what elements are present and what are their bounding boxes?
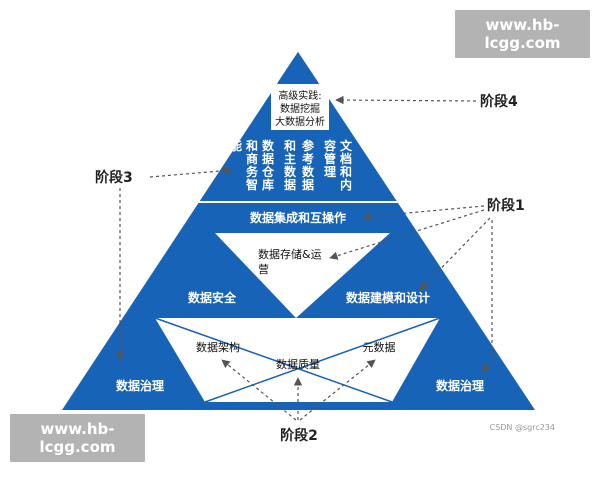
trapezoid-diagonal-2 [204, 317, 441, 403]
stage-2-arrow-architecture [221, 359, 297, 421]
watermark-bottom: www.hb-lcgg.com [10, 414, 145, 462]
governance-left-label: 数据治理 [116, 378, 164, 393]
apex-line-2: 数据挖掘 [280, 102, 320, 115]
metadata-label: 元数据 [363, 340, 396, 354]
column-label-6: 文档和内 [339, 138, 353, 192]
column-label-5-char-1: 管 [324, 151, 336, 166]
integration-label: 数据集成和互操作 [250, 210, 346, 225]
column-labels: 能和商务智数据仓库和主数据参考数据容管理文档和内 [230, 138, 353, 192]
apex-line-1: 高级实践: [278, 89, 321, 102]
column-label-3-char-0: 和 [283, 138, 296, 153]
column-label-2: 数据仓库 [261, 138, 275, 192]
storage-label-line-2: 营 [258, 262, 269, 276]
column-label-0: 能 [230, 138, 242, 153]
column-label-6-char-1: 档 [340, 151, 352, 166]
column-label-3-char-2: 数 [284, 164, 297, 179]
column-label-6-char-0: 文 [340, 138, 353, 153]
watermark-top: www.hb-lcgg.com [455, 10, 590, 58]
stage-1-arrow-storage [329, 209, 485, 260]
column-label-3: 和主数据 [283, 138, 297, 192]
column-label-6-char-3: 内 [340, 177, 352, 192]
column-label-4: 参考数据 [302, 138, 315, 192]
column-label-3-char-3: 据 [284, 177, 296, 192]
stage-1-arrow-modeling [419, 217, 491, 291]
column-label-1-char-1: 商 [246, 151, 258, 166]
apex-line-3: 大数据分析 [275, 115, 325, 128]
column-label-0-char-0: 能 [230, 138, 242, 153]
security-label: 数据安全 [188, 290, 237, 305]
stage-2-arrow-metadata [299, 359, 376, 421]
column-label-1-char-3: 智 [245, 177, 258, 192]
column-label-4-char-1: 考 [302, 151, 314, 166]
column-label-2-char-0: 数 [262, 138, 275, 153]
storage-label-line-1: 数据存储&运 [258, 247, 322, 261]
column-label-2-char-2: 仓 [261, 164, 275, 179]
column-label-5-char-2: 理 [324, 165, 336, 179]
architecture-label: 数据架构 [196, 340, 240, 354]
trapezoid-diagonal-1 [154, 317, 393, 403]
column-label-5: 容管理 [323, 138, 336, 179]
stage-4-label: 阶段4 [480, 93, 518, 110]
column-label-3-char-1: 主 [284, 151, 296, 166]
column-label-1-char-2: 务 [246, 164, 259, 179]
stage-3-arrow-column [149, 166, 233, 178]
credit-text: CSDN @sgrc234 [490, 423, 555, 432]
quality-label: 数据质量 [276, 357, 320, 371]
stage-4-arrow [335, 95, 477, 105]
stage-2-label: 阶段2 [280, 427, 318, 444]
storage-triangle [215, 233, 390, 318]
storage-label: 数据存储&运 营 [258, 247, 325, 276]
governance-right-label: 数据治理 [436, 378, 484, 393]
column-label-2-char-1: 据 [262, 151, 274, 166]
apex-white-box [271, 84, 329, 130]
column-label-4-char-0: 参 [302, 138, 315, 153]
column-label-4-char-3: 据 [302, 177, 314, 192]
column-label-2-char-3: 库 [262, 177, 274, 192]
column-label-1-char-0: 和 [245, 138, 258, 153]
modeling-label: 数据建模和设计 [346, 290, 430, 305]
apex-box [278, 52, 318, 82]
stage-1-arrow-integration [362, 205, 485, 221]
column-label-4-char-2: 数 [302, 164, 315, 179]
stage-1-label: 阶段1 [487, 197, 525, 214]
stage-3-label: 阶段3 [95, 169, 133, 186]
bottom-trapezoid [155, 318, 440, 402]
column-label-5-char-0: 容 [323, 138, 336, 153]
column-label-6-char-2: 和 [339, 164, 352, 179]
column-label-1: 和商务智 [245, 138, 259, 192]
stage-1-arrow-governance [481, 220, 493, 373]
